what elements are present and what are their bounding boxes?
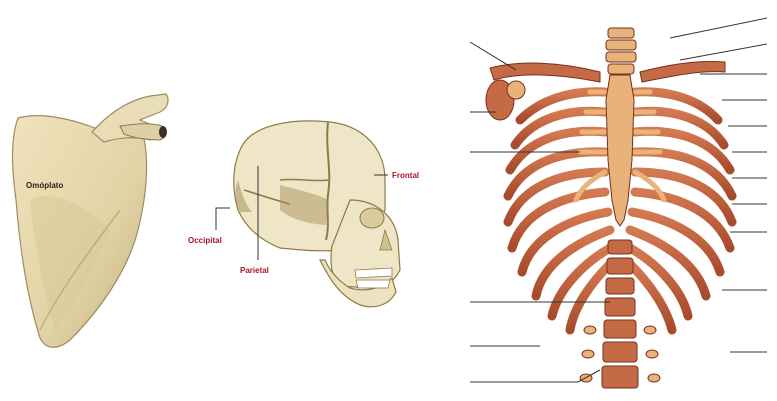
occipital-label: Occipital xyxy=(188,236,222,245)
leader-line xyxy=(680,44,767,60)
scapula-figure: Omóplato xyxy=(0,0,200,401)
occipital-leader xyxy=(216,208,230,230)
thorax-figure xyxy=(460,0,777,401)
ribs-right xyxy=(630,92,732,330)
leader-line xyxy=(670,18,767,38)
thorax-drawing xyxy=(460,0,777,401)
ribs-left xyxy=(508,92,610,330)
frontal-label: Frontal xyxy=(392,171,419,180)
left-scapula-head xyxy=(486,80,525,120)
sternum xyxy=(606,75,634,226)
cervical-spine xyxy=(606,28,636,74)
skull-figure: Frontal Occipital Parietal xyxy=(180,100,440,340)
parietal-label: Parietal xyxy=(240,266,269,275)
clavicles xyxy=(490,61,725,82)
skull-drawing xyxy=(180,100,440,340)
leader-line xyxy=(470,42,516,70)
scapula-drawing xyxy=(0,0,200,401)
scapula-label: Omóplato xyxy=(26,181,63,190)
